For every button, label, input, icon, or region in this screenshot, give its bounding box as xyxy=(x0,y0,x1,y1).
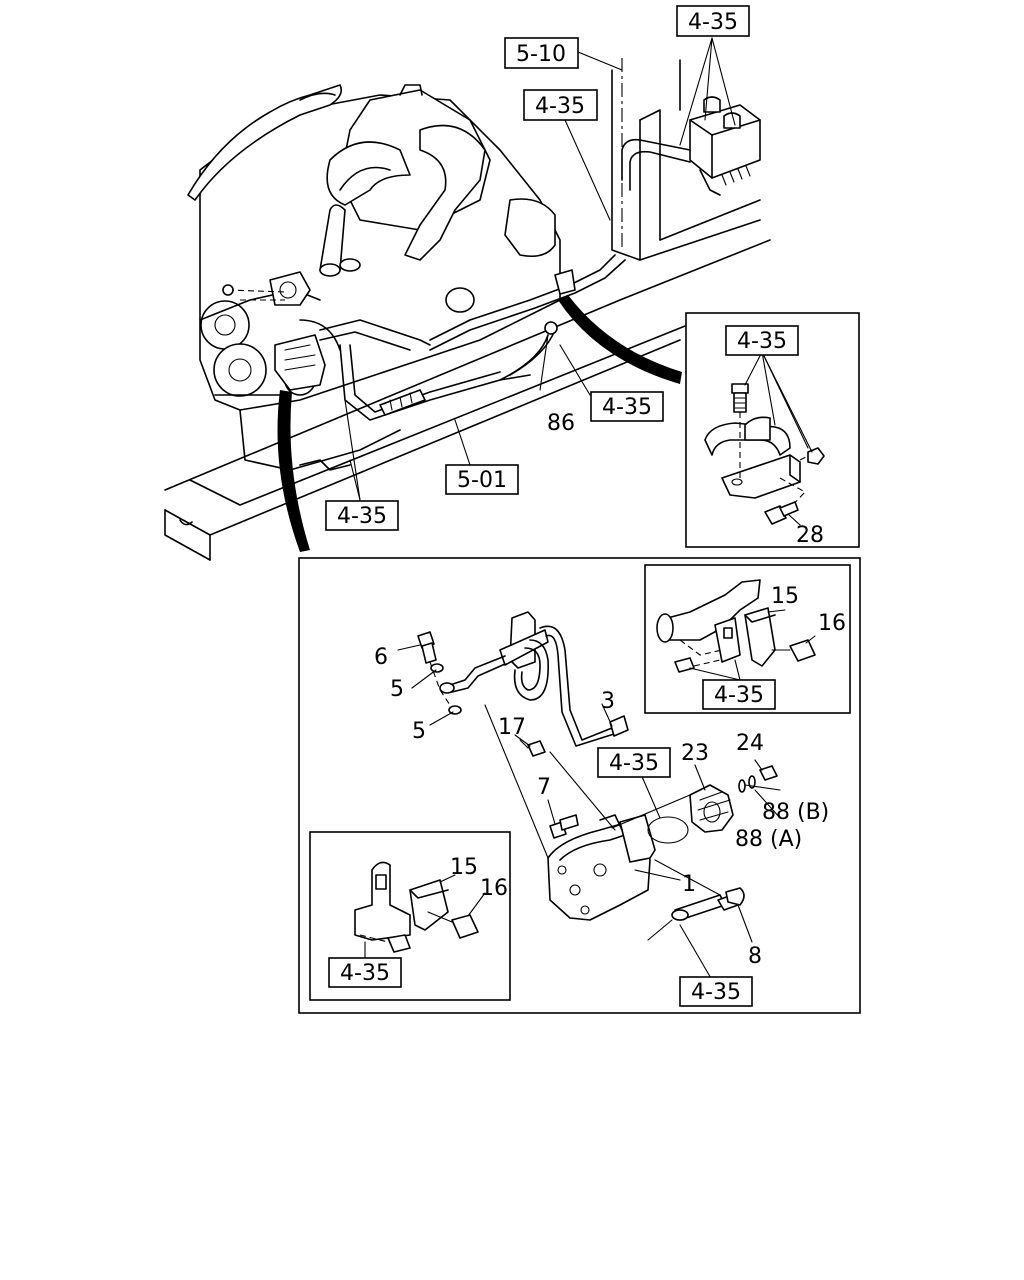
part-23: 23 xyxy=(681,741,709,766)
part-16-top: 16 xyxy=(818,611,846,636)
svg-text:4-35: 4-35 xyxy=(340,961,390,986)
svg-text:4-35: 4-35 xyxy=(602,395,652,420)
callout-5-10[interactable]: 5-10 xyxy=(504,37,579,69)
part-28: 28 xyxy=(796,523,824,548)
part-5-lower: 5 xyxy=(412,719,426,744)
engine-overview xyxy=(164,58,771,561)
callout-4-35-inset[interactable]: 4-35 xyxy=(725,325,799,356)
part-86: 86 xyxy=(547,411,575,436)
svg-text:4-35: 4-35 xyxy=(337,504,387,529)
leader-lines-top xyxy=(344,37,736,501)
part-17: 17 xyxy=(498,715,526,740)
part-15-bottom: 15 xyxy=(450,855,478,880)
callout-5-01[interactable]: 5-01 xyxy=(445,464,519,495)
part-88b: 88 (B) xyxy=(762,800,829,825)
callout-4-35-hose[interactable]: 4-35 xyxy=(590,391,664,422)
svg-text:5-10: 5-10 xyxy=(516,42,566,67)
callout-4-35-frame[interactable]: 4-35 xyxy=(325,500,399,531)
svg-text:4-35: 4-35 xyxy=(609,751,659,776)
part-6: 6 xyxy=(374,645,388,670)
callout-4-35-bolt[interactable]: 4-35 xyxy=(679,976,753,1007)
svg-text:4-35: 4-35 xyxy=(691,980,741,1005)
part-15-top: 15 xyxy=(771,584,799,609)
part-3: 3 xyxy=(601,689,615,714)
svg-text:4-35: 4-35 xyxy=(535,94,585,119)
svg-text:4-35: 4-35 xyxy=(714,683,764,708)
part-labels: 86 28 15 16 6 5 3 5 17 24 23 7 88 (B) 88… xyxy=(374,411,846,969)
part-5-upper: 5 xyxy=(390,677,404,702)
callout-4-35-engine[interactable]: 4-35 xyxy=(523,89,598,121)
svg-text:4-35: 4-35 xyxy=(737,329,787,354)
part-24: 24 xyxy=(736,731,764,756)
part-88a: 88 (A) xyxy=(735,827,802,852)
callout-4-35-oring[interactable]: 4-35 xyxy=(597,747,671,778)
svg-text:5-01: 5-01 xyxy=(457,468,507,493)
part-16-bottom: 16 xyxy=(480,876,508,901)
callout-4-35-bracket-top[interactable]: 4-35 xyxy=(702,679,776,710)
pump-exploded-view xyxy=(397,611,781,981)
callout-4-35-bracket-bottom[interactable]: 4-35 xyxy=(328,957,402,988)
callout-4-35-top[interactable]: 4-35 xyxy=(676,5,750,37)
part-8: 8 xyxy=(748,944,762,969)
part-1: 1 xyxy=(682,872,696,897)
svg-text:4-35: 4-35 xyxy=(688,10,738,35)
part-7: 7 xyxy=(537,775,551,800)
